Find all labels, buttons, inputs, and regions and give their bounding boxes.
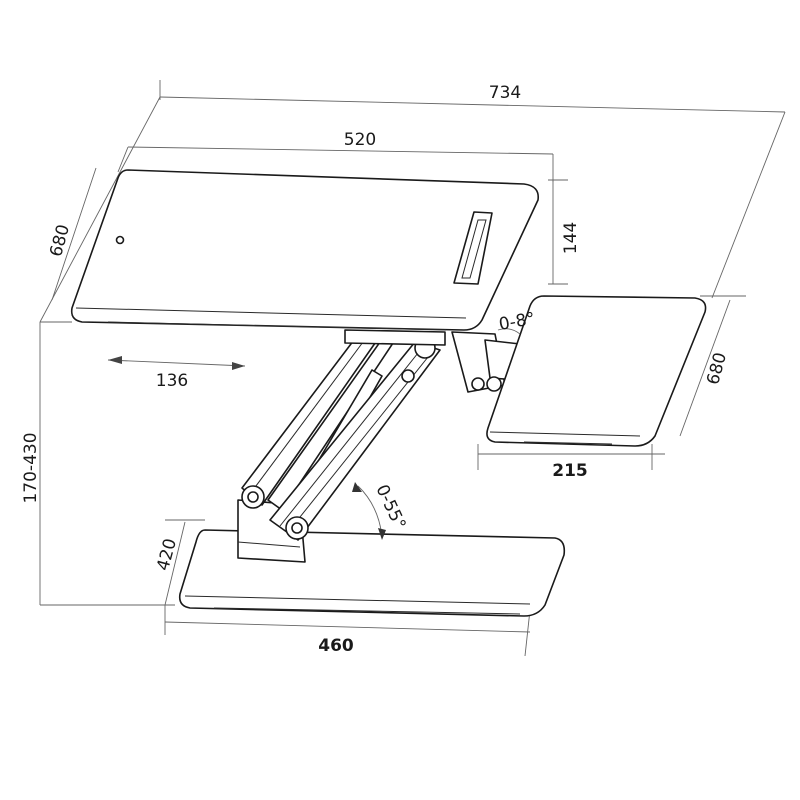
dimension-lines [39, 80, 786, 657]
overall-width-label: 734 [489, 83, 521, 103]
lift-mechanism [237, 329, 446, 563]
offset-label: 136 [156, 371, 188, 391]
desk-depth-label: 680 [46, 222, 74, 259]
tray-width-label: 215 [552, 461, 588, 481]
dimension-labels: 734 520 680 144 0-8° 680 215 136 170-430… [21, 83, 731, 656]
arm-angle-indicator [352, 482, 386, 540]
desk-side-height-label: 144 [561, 222, 581, 254]
base-depth-label: 420 [153, 536, 181, 573]
desk-top [70, 169, 540, 331]
base-width-label: 460 [318, 636, 354, 656]
tray-depth-label: 680 [703, 350, 731, 387]
height-range-label: 170-430 [21, 432, 41, 503]
keyboard-tray [451, 295, 707, 447]
arm-angle-label: 0-55° [371, 482, 409, 533]
desk-width-label: 520 [344, 130, 376, 150]
